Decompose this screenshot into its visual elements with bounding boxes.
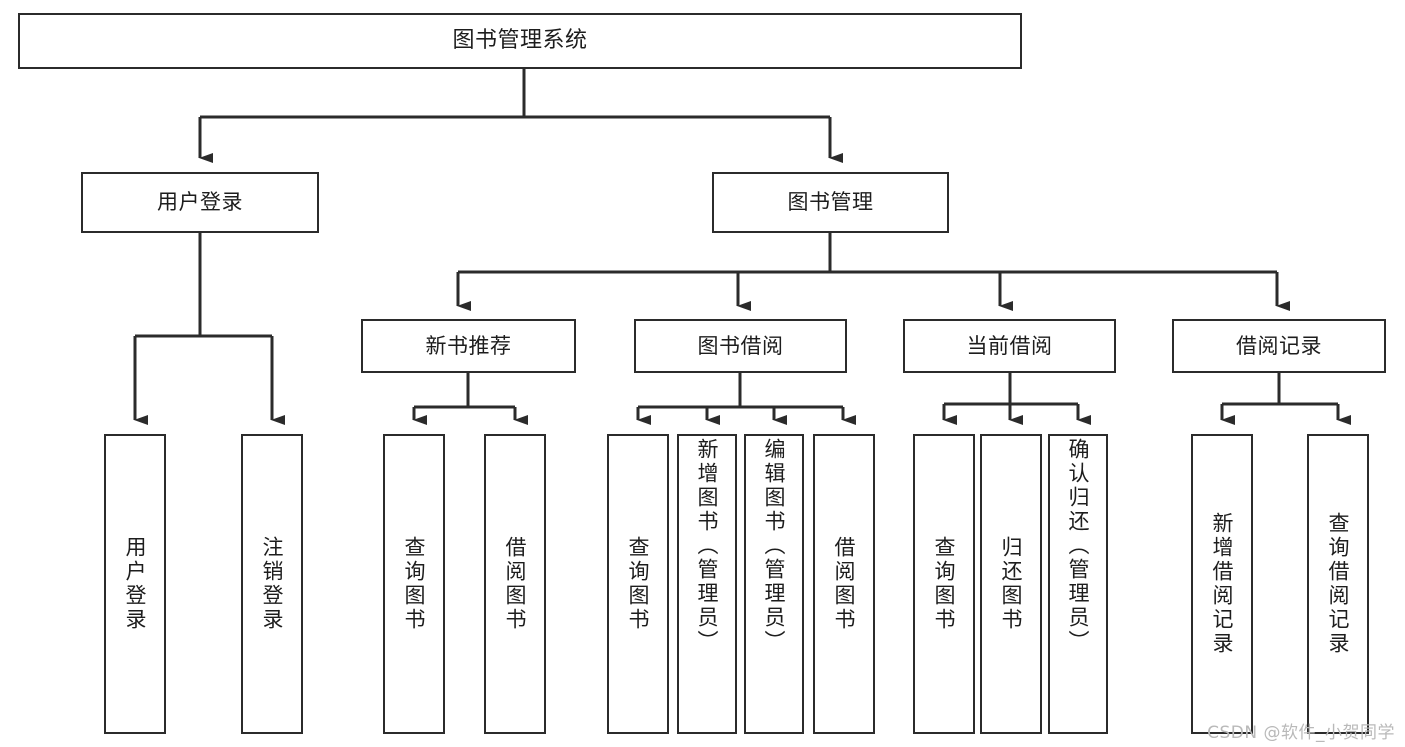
node-new-book-recommend-label: 新书推荐 [425, 333, 512, 358]
node-user-login-label: 用户登录 [157, 190, 243, 215]
node-leaf-user-login-label: 用户登录 [123, 536, 148, 632]
node-leaf-logout-label: 注销登录 [260, 536, 285, 632]
node-leaf-query-book-1[interactable]: 查询图书 [383, 434, 445, 734]
node-leaf-query-book-3[interactable]: 查询图书 [913, 434, 975, 734]
node-root[interactable]: 图书管理系统 [18, 13, 1022, 69]
node-leaf-add-book-label: 新增图书（管理员） [695, 438, 720, 654]
node-new-book-recommend[interactable]: 新书推荐 [361, 319, 576, 373]
node-leaf-confirm-return-label: 确认归还（管理员） [1066, 438, 1091, 654]
node-book-manage[interactable]: 图书管理 [712, 172, 949, 233]
node-leaf-query-record-label: 查询借阅记录 [1326, 512, 1351, 656]
node-leaf-user-login[interactable]: 用户登录 [104, 434, 166, 734]
node-leaf-edit-book[interactable]: 编辑图书（管理员） [744, 434, 804, 734]
node-book-borrow-label: 图书借阅 [697, 333, 784, 358]
node-leaf-query-book-3-label: 查询图书 [932, 536, 957, 632]
node-leaf-borrow-book-1[interactable]: 借阅图书 [484, 434, 546, 734]
node-book-manage-label: 图书管理 [787, 190, 874, 215]
node-borrow-record-label: 借阅记录 [1236, 333, 1322, 358]
node-leaf-query-book-2-label: 查询图书 [626, 536, 651, 632]
node-leaf-edit-book-label: 编辑图书（管理员） [762, 438, 787, 654]
node-book-borrow[interactable]: 图书借阅 [634, 319, 847, 373]
node-current-borrow[interactable]: 当前借阅 [903, 319, 1116, 373]
node-leaf-borrow-book-2-label: 借阅图书 [832, 536, 857, 632]
node-leaf-add-record[interactable]: 新增借阅记录 [1191, 434, 1253, 734]
node-current-borrow-label: 当前借阅 [966, 333, 1053, 358]
node-borrow-record[interactable]: 借阅记录 [1172, 319, 1386, 373]
node-leaf-return-book[interactable]: 归还图书 [980, 434, 1042, 734]
node-leaf-query-book-2[interactable]: 查询图书 [607, 434, 669, 734]
node-leaf-confirm-return[interactable]: 确认归还（管理员） [1048, 434, 1108, 734]
node-leaf-return-book-label: 归还图书 [999, 536, 1024, 632]
node-root-label: 图书管理系统 [452, 28, 588, 54]
node-leaf-logout[interactable]: 注销登录 [241, 434, 303, 734]
node-leaf-add-book[interactable]: 新增图书（管理员） [677, 434, 737, 734]
node-leaf-borrow-book-2[interactable]: 借阅图书 [813, 434, 875, 734]
node-leaf-add-record-label: 新增借阅记录 [1210, 512, 1235, 656]
node-leaf-borrow-book-1-label: 借阅图书 [503, 536, 528, 632]
node-leaf-query-record[interactable]: 查询借阅记录 [1307, 434, 1369, 734]
node-user-login[interactable]: 用户登录 [81, 172, 319, 233]
node-leaf-query-book-1-label: 查询图书 [402, 536, 427, 632]
watermark: CSDN @软件_小贺同学 [1207, 723, 1395, 743]
